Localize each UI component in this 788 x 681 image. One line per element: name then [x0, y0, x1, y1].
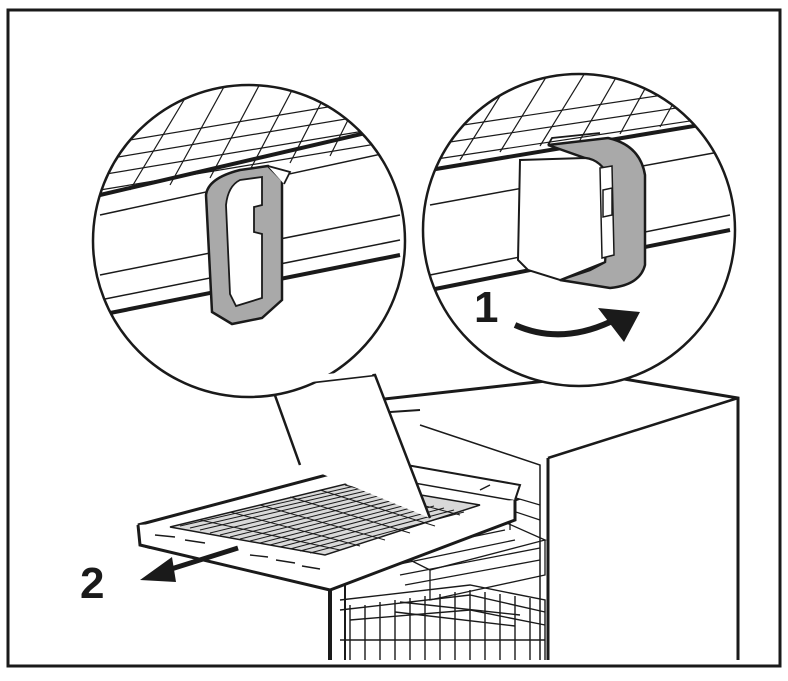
callout-right: [421, 72, 737, 388]
step-2-label: 2: [80, 559, 105, 608]
pull-out-arrow: [140, 545, 239, 582]
lower-basket: [339, 584, 546, 660]
figure-frame: [6, 8, 782, 668]
callout-left: [91, 83, 432, 519]
rotate-arrow: [513, 308, 640, 342]
step-1-label: 1: [474, 283, 499, 332]
